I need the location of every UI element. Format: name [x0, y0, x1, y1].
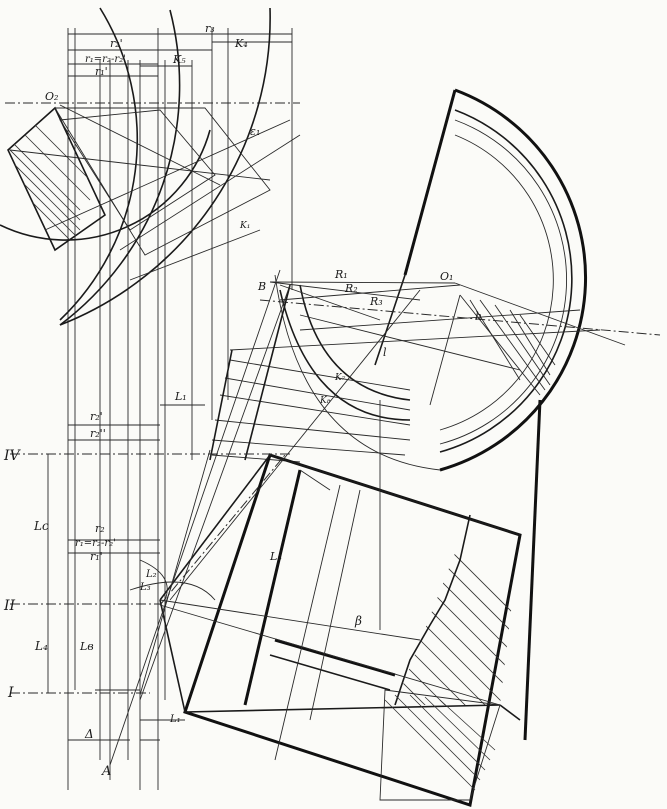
label-beta: β [354, 614, 362, 628]
label-r2p-mid: r₂' [90, 410, 103, 423]
label-lb: Lв [79, 640, 94, 653]
label-l5: L₅ [269, 550, 282, 563]
label-l-letter: l [383, 346, 387, 359]
label-r2pp-mid: r₂'' [90, 427, 106, 440]
label-l3: L₃ [139, 582, 151, 593]
label-r3-mid: R₃ [369, 295, 383, 308]
label-k7: K₇ [334, 373, 346, 383]
label-l4: L₄ [34, 639, 48, 653]
label-o1: O₁ [440, 270, 453, 283]
label-r2-low: r₂ [95, 522, 105, 535]
label-e1: ε₁ [250, 125, 260, 138]
label-delta: Δ [84, 727, 94, 741]
label-roman-1: I [7, 685, 14, 701]
label-r-formula-top: r₁=r₂-r₂' [85, 54, 126, 65]
label-r3-top: r₃ [205, 22, 215, 35]
label-r1-mid: R₁ [334, 268, 348, 281]
label-r-formula-low: r₁=r₂-r₂' [75, 538, 116, 549]
label-lc: Lс [33, 519, 49, 533]
top-dimension-lines [68, 33, 292, 77]
radial-lines [229, 281, 661, 406]
label-o2-left: O₂ [45, 90, 58, 103]
label-h: h [475, 310, 482, 323]
label-k1: K₁ [239, 221, 250, 231]
label-roman-4: IV [3, 448, 22, 464]
label-a-point: A [101, 764, 111, 779]
label-l1-bottom: L₁ [169, 714, 181, 725]
label-b-point: B [257, 280, 266, 293]
label-l2: L₂ [145, 569, 157, 580]
label-r2-mid: R₂ [344, 282, 358, 295]
label-r2p-top: r₂' [110, 37, 123, 50]
label-roman-2: II [3, 598, 16, 614]
reference-lines [10, 404, 290, 741]
label-k5-top: K₅ [172, 53, 186, 66]
label-l1: L₁ [174, 390, 187, 403]
label-k4-top: K₄ [234, 37, 248, 50]
dimension-ladder [459, 294, 556, 396]
diagonal-lines [109, 269, 501, 766]
drawing-labels: r₃ r₂' K₄ r₁=r₂-r₂' K₅ r₁' O₂ ε₁ O₁ R₁ R… [3, 22, 482, 779]
top-arcs [0, 7, 271, 326]
main-body [159, 399, 542, 807]
middle-block-lines [209, 284, 411, 463]
label-k8: K₈ [319, 396, 331, 406]
label-r1p-top: r₁' [95, 65, 108, 78]
label-r1p-low: r₁' [90, 550, 103, 563]
